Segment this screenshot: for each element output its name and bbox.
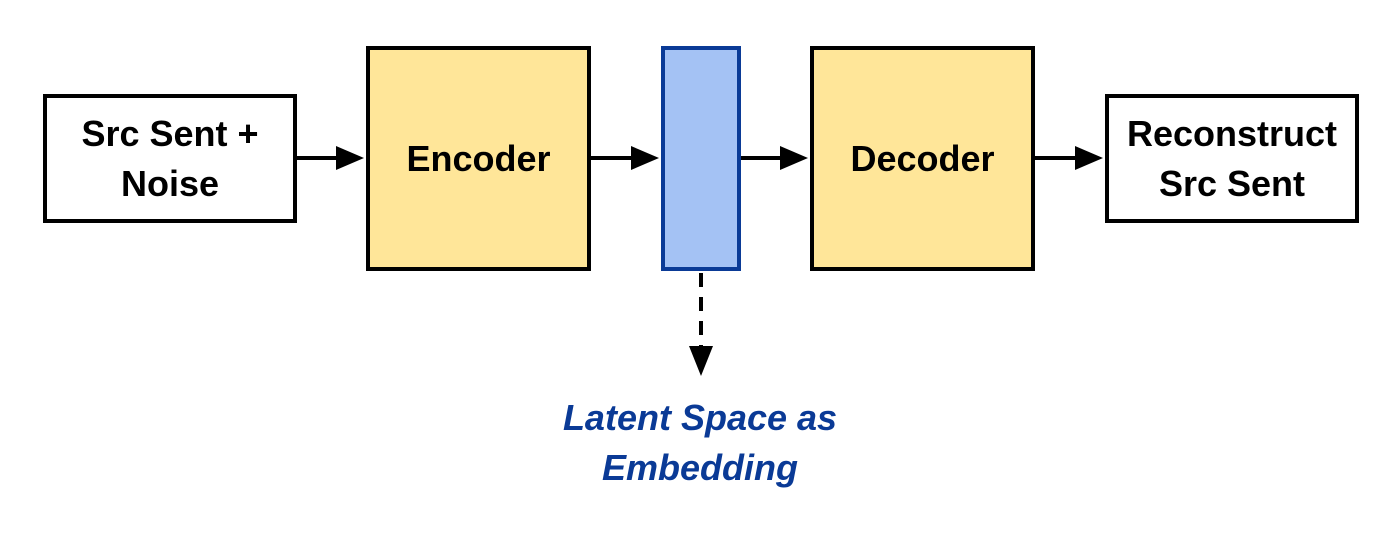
reconstruct-label-line2: Src Sent [1158, 162, 1306, 204]
reconstruct-sentence-box: Reconstruct Src Sent [1105, 94, 1359, 223]
source-label-line2: Noise [120, 162, 220, 204]
decoder-box: Decoder [810, 46, 1035, 271]
arrow-source-to-encoder [297, 146, 364, 170]
latent-space-box [661, 46, 741, 271]
arrow-decoder-to-reconstruct [1035, 146, 1103, 170]
arrow-latent-to-decoder [741, 146, 808, 170]
decoder-label: Decoder [850, 137, 995, 179]
dashed-arrow-latent-to-caption [689, 273, 713, 376]
reconstruct-label-line1: Reconstruct [1126, 112, 1338, 154]
arrow-encoder-to-latent [591, 146, 659, 170]
caption-line2: Embedding [602, 447, 798, 488]
source-label-line1: Src Sent + [81, 112, 259, 154]
source-sentence-box: Src Sent + Noise [43, 94, 297, 223]
caption-line1: Latent Space as [562, 397, 838, 438]
encoder-box: Encoder [366, 46, 591, 271]
encoder-label: Encoder [406, 137, 551, 179]
latent-space-caption: Latent Space as Embedding [500, 393, 900, 493]
